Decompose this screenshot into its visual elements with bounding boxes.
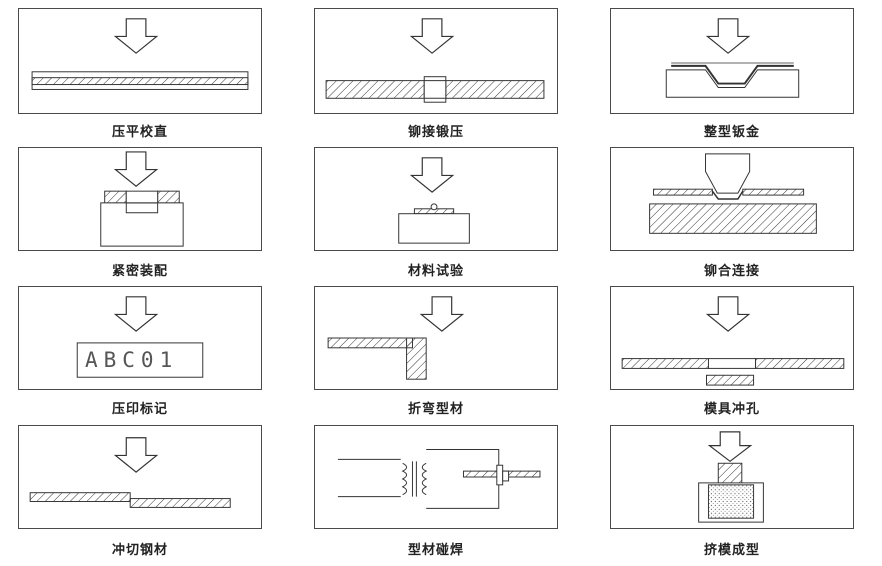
diagram-label: 整型钣金: [703, 125, 760, 140]
steel-left: [29, 492, 131, 503]
diagram-label: 压平校直: [111, 125, 168, 140]
diagram-panel-steel-shearing: [18, 425, 262, 529]
diagram-panel-material-testing: [314, 147, 558, 251]
upper-sheet: [653, 188, 713, 196]
diagram-panel-die-punching: [610, 286, 854, 390]
right-plate: [445, 80, 545, 99]
diagram-label: 铆接锻压: [407, 125, 464, 140]
diagram-panel-rivet-joining: [610, 147, 854, 251]
press-arrow-icon: [409, 157, 455, 193]
diagram-label: 型材碰焊: [407, 543, 464, 558]
profile-vertical: [406, 337, 427, 380]
press-arrow-icon: [409, 18, 455, 54]
transformer-secondary-coil: [421, 462, 428, 496]
base-block: [100, 202, 184, 247]
diagram-panel-profile-bending: [314, 286, 558, 390]
pin: [125, 190, 159, 204]
electrode-right: [502, 470, 510, 482]
diagram-label: 铆合连接: [703, 264, 760, 279]
diagram-panel-riveting-forging: [314, 8, 558, 114]
test-base: [398, 213, 470, 244]
diagram-label: 压印标记: [111, 402, 168, 417]
diagram-label: 折弯型材: [407, 402, 464, 417]
press-arrow-icon: [707, 431, 753, 463]
diagram-label: 模具冲孔: [703, 402, 760, 417]
sheet-left: [621, 358, 709, 369]
plate-hatch: [31, 77, 249, 86]
diagram-label: 冲切钢材: [111, 543, 168, 558]
indenter: [430, 203, 438, 211]
diagram-panel-flattening: [18, 8, 262, 114]
ejected-slug: [706, 374, 755, 386]
diagram-label: 挤模成型: [703, 543, 760, 558]
press-arrow-icon: [705, 296, 751, 332]
diagram-label: 材料试验: [407, 264, 464, 279]
diagram-panel-butt-welding: [314, 425, 558, 529]
punch-die: [705, 153, 751, 194]
diagram-label: 紧密装配: [111, 264, 168, 279]
diagram-panel-stamp-marking: ABC01: [18, 286, 262, 390]
sheet-right: [755, 358, 845, 369]
anvil-block: [649, 203, 817, 234]
diagram-panel-press-fit: [18, 147, 262, 251]
rivet: [423, 76, 447, 103]
profile-horizontal: [327, 337, 413, 349]
left-plate: [325, 80, 425, 99]
press-arrow-icon: [113, 296, 159, 332]
die: [665, 69, 800, 98]
press-arrow-icon: [113, 18, 159, 54]
punch-slug: [707, 358, 757, 369]
steel-right: [129, 498, 231, 508]
electrode-left: [496, 464, 504, 486]
marking-text: ABC01: [85, 348, 179, 372]
press-arrow-icon: [113, 437, 159, 473]
sheet: [671, 64, 794, 85]
upper-sheet-right: [742, 188, 805, 196]
ram: [717, 462, 743, 486]
clinch-joint: [711, 190, 744, 200]
bushing-right: [157, 190, 180, 204]
weld-circuit: [426, 449, 500, 466]
marking-plate: [76, 342, 204, 378]
bushing-left: [104, 190, 127, 204]
press-arrow-icon: [705, 18, 751, 54]
press-arrow-icon: [419, 296, 465, 332]
transformer-primary-coil: [401, 462, 408, 496]
diagram-panel-sheet-shaping: [610, 8, 854, 114]
press-arrow-icon: [113, 151, 159, 188]
diagram-panel-extrusion: [610, 425, 854, 529]
billet: [707, 484, 755, 519]
